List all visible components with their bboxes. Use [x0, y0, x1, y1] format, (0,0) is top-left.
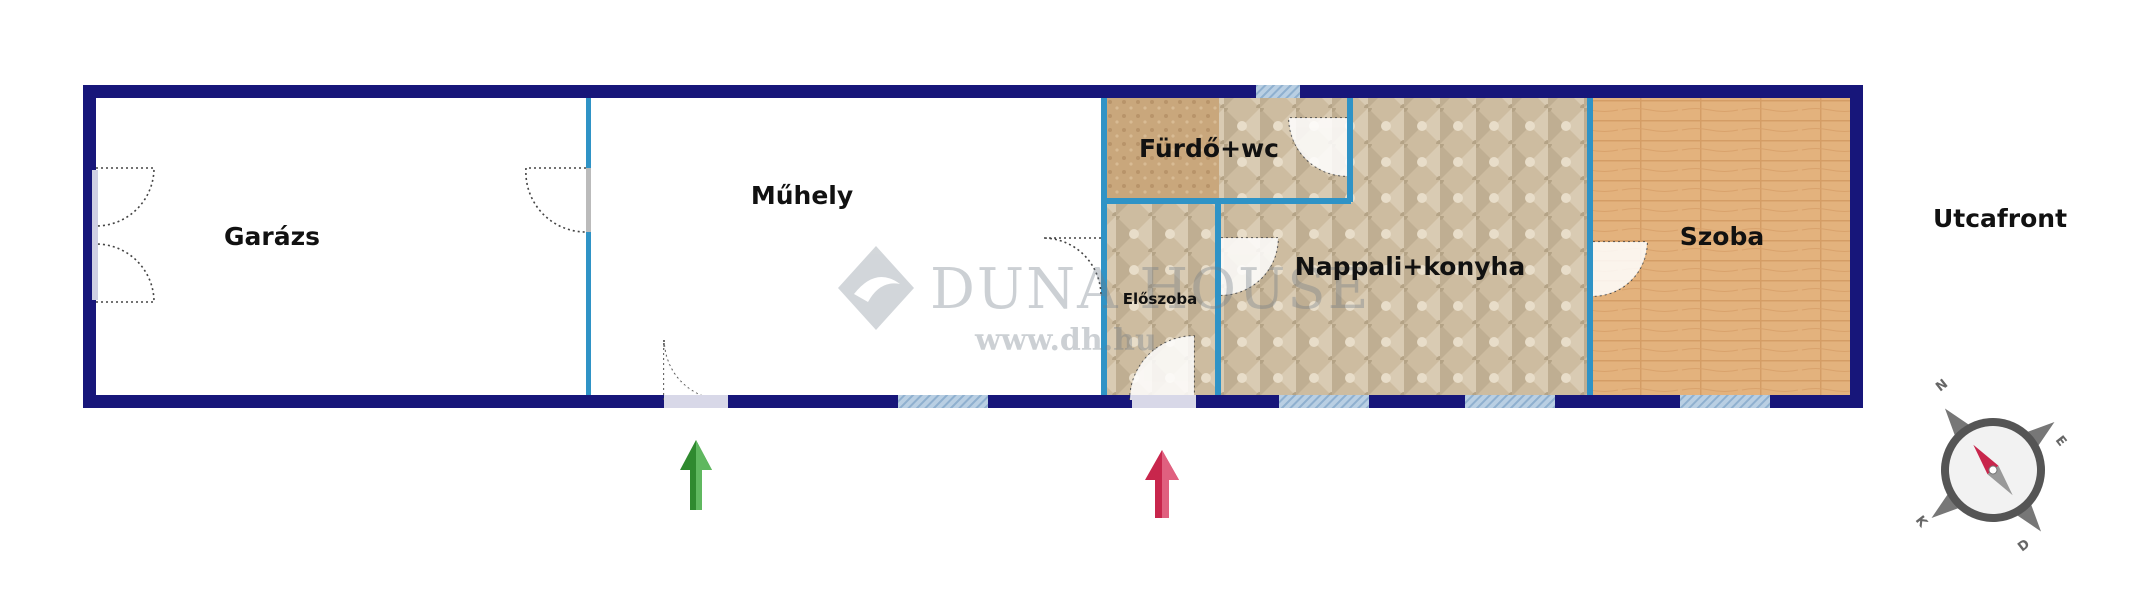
street-label: Utcafront [1933, 204, 2067, 233]
door-leaves [664, 118, 1647, 400]
windows [92, 85, 1770, 408]
window [1465, 395, 1555, 408]
room-labels: Garázs Műhely Fürdő+wc Előszoba Nappali+… [224, 134, 2067, 308]
entrance-arrow-red-icon [1145, 450, 1179, 518]
compass-west: K [1912, 513, 1931, 531]
watermark-logo-icon [838, 246, 914, 330]
door-openings [586, 168, 1196, 408]
compass-icon [1931, 408, 2055, 532]
watermark-brand: DUNA HOUSE [930, 257, 1371, 322]
inner-walls [586, 98, 1593, 395]
window [1256, 85, 1300, 98]
watermark-url: www.dh.hu [974, 323, 1157, 358]
entrance-arrow-green-icon [680, 440, 712, 510]
room-label-bathroom: Fürdő+wc [1139, 134, 1279, 163]
watermark: DUNA HOUSE www.dh.hu [838, 246, 1371, 358]
window [898, 395, 988, 408]
garage-floor [95, 95, 588, 395]
room-label-bedroom: Szoba [1680, 222, 1765, 251]
garage-workshop-door [525, 167, 587, 233]
room-label-hall: Előszoba [1123, 290, 1198, 308]
floors [95, 95, 1850, 395]
room-label-garage: Garázs [224, 222, 320, 251]
window [1680, 395, 1770, 408]
room-label-workshop: Műhely [751, 181, 853, 210]
garage-door [95, 167, 155, 227]
room-label-living-kitchen: Nappali+konyha [1295, 252, 1525, 281]
compass-north: N [1933, 377, 1951, 396]
living-kitchen-floor-upper [1350, 97, 1589, 202]
compass-south: D [2015, 537, 2033, 556]
garage-door [95, 243, 155, 303]
workshop-hall-door [1042, 237, 1102, 297]
window [92, 170, 98, 300]
workshop-floor [588, 95, 1103, 395]
compass-east: E [2052, 433, 2069, 449]
window [1279, 395, 1369, 408]
